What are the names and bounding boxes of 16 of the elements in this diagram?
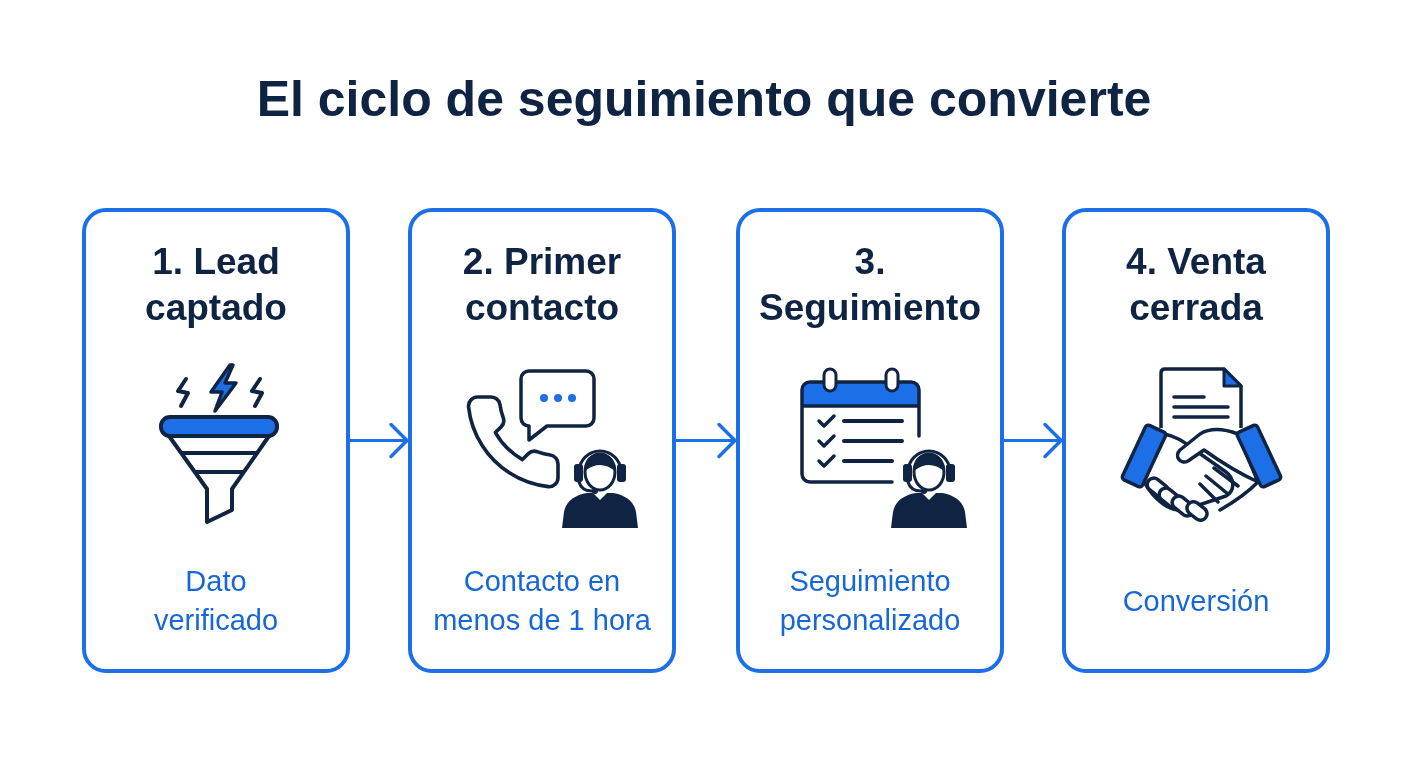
step-card [82,208,350,673]
step-card [408,208,676,673]
arrow [674,422,738,459]
step-description: Conversión [1122,583,1270,619]
step-title: 2. Primer contacto [461,240,623,330]
step-card [1062,208,1330,673]
arrow [1002,422,1064,459]
step-description: Seguimiento personalizado [778,564,962,638]
step-description: Contacto en menos de 1 hora [432,564,652,638]
step-title: 3. Seguimiento [758,240,982,330]
step-title: 4. Venta cerrada [1125,240,1267,330]
step-card [736,208,1004,673]
diagram-title: El ciclo de seguimiento que convierte [255,70,1153,129]
arrow [348,422,410,459]
step-title: 1. Lead captado [144,240,288,330]
step-description: Dato verificado [152,564,280,638]
